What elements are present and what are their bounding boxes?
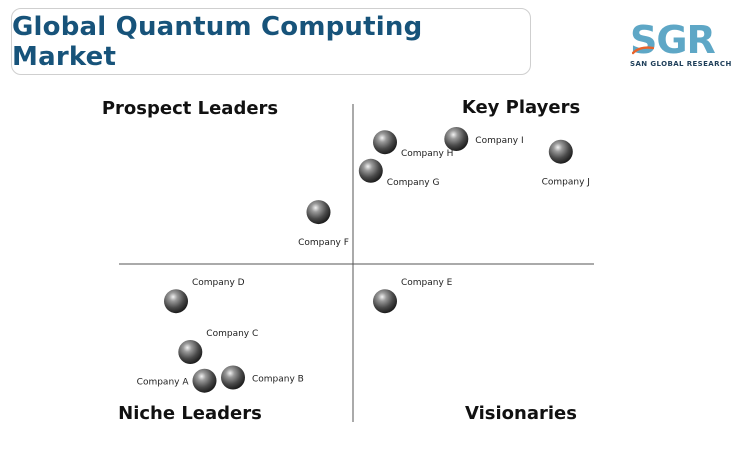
data-point-label-4: Company D	[192, 278, 245, 288]
data-point-8	[373, 130, 397, 155]
data-point-label-10: Company J	[542, 178, 590, 188]
data-point-2	[221, 365, 245, 390]
data-point-4	[164, 289, 188, 314]
sgr-logo: SGR SAN GLOBAL RESEARCH	[630, 18, 731, 72]
data-point-label-8: Company H	[401, 149, 453, 159]
data-point-10	[548, 139, 573, 164]
quadrant-label-bottom-right: Visionaries	[465, 403, 577, 424]
data-point-label-6: Company F	[298, 238, 349, 248]
data-point-label-1: Company A	[137, 378, 190, 388]
data-point-7	[358, 158, 383, 183]
data-point-9	[444, 127, 469, 151]
logo-swoosh-icon	[632, 46, 654, 55]
quadrant-label-top-left: Prospect Leaders	[102, 98, 278, 119]
data-point-3	[178, 340, 203, 364]
data-point-1	[192, 368, 217, 393]
title-box: Global Quantum Computing Market	[11, 8, 531, 75]
data-point-label-9: Company I	[475, 136, 523, 146]
data-point-5	[373, 289, 397, 314]
page-title: Global Quantum Computing Market	[12, 11, 423, 72]
quadrant-label-top-right: Key Players	[462, 97, 580, 118]
data-point-label-3: Company C	[206, 329, 258, 339]
logo-subtitle: SAN GLOBAL RESEARCH	[630, 60, 732, 68]
data-point-label-7: Company G	[387, 178, 440, 188]
data-point-label-2: Company B	[252, 375, 304, 385]
quadrant-label-bottom-left: Niche Leaders	[118, 403, 262, 424]
points-layer: Company A Company B Company C Company D Comp…	[137, 127, 590, 393]
logo-mark: SGR	[630, 18, 716, 62]
data-point-6	[306, 200, 331, 225]
data-point-label-5: Company E	[401, 278, 453, 288]
